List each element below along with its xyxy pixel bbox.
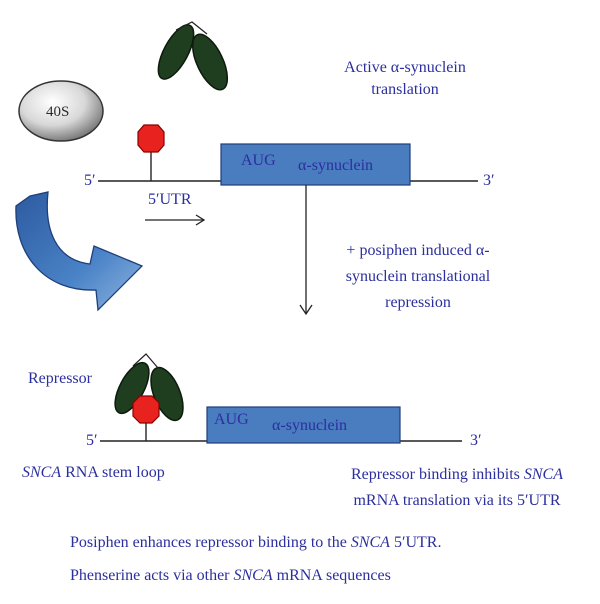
aug-label-bottom: AUG: [214, 411, 249, 428]
repressor-icon-top: [157, 21, 229, 91]
stem-loop-icon-bottom: [132, 395, 160, 441]
footer-line2: Phenserine acts via other SNCA mRNA sequ…: [70, 565, 391, 587]
gene-box-top: [220, 143, 411, 186]
three-prime-bottom: 3′: [470, 432, 482, 449]
repression-line2: synuclein translational: [345, 268, 491, 285]
footer-line2-post: mRNA sequences: [272, 567, 391, 584]
repression-text: + posiphen induced α- synuclein translat…: [318, 238, 518, 316]
inhibit-line1: Repressor binding inhibits SNCA: [326, 462, 588, 488]
inhibit-pre: Repressor binding inhibits: [350, 466, 524, 483]
ribosome-label: 40S: [46, 104, 70, 120]
repression-arrow: [299, 185, 313, 316]
utr-label: 5′UTR: [148, 191, 192, 208]
five-prime-top: 5′: [84, 172, 96, 189]
repressor-label: Repressor: [28, 370, 92, 387]
active-translation-line2: translation: [371, 81, 439, 98]
gene-label-top: α-synuclein: [298, 157, 374, 174]
footer-line1-pre: Posiphen enhances repressor binding to t…: [70, 534, 351, 551]
gene-box-bottom: [206, 406, 401, 444]
active-translation-title: Active α-synuclein translation: [320, 57, 490, 101]
active-translation-line1: Active α-synuclein: [344, 59, 466, 76]
footer-line1: Posiphen enhances repressor binding to t…: [70, 532, 441, 554]
inhibit-caption: Repressor binding inhibits SNCA mRNA tra…: [326, 462, 588, 514]
gene-label-bottom: α-synuclein: [272, 417, 348, 434]
stem-loop-icon-top: [137, 124, 165, 181]
inhibit-line2: mRNA translation via its 5′UTR: [353, 492, 561, 509]
footer-line2-gene: SNCA: [233, 567, 273, 584]
stem-loop-rest: RNA stem loop: [61, 464, 165, 481]
stem-loop-caption: SNCA RNA stem loop: [22, 462, 165, 484]
footer-line2-pre: Phenserine acts via other: [70, 567, 234, 584]
footer-line1-gene: SNCA: [350, 534, 390, 551]
stem-loop-gene: SNCA: [22, 464, 62, 481]
inhibit-gene: SNCA: [523, 466, 563, 483]
footer-line1-post: 5′UTR.: [389, 534, 442, 551]
direction-arrow: [145, 214, 206, 226]
three-prime-top: 3′: [483, 172, 495, 189]
repression-line1: + posiphen induced α-: [346, 242, 490, 259]
curved-arrow-icon: [15, 191, 144, 312]
repressor-icon-bottom: [114, 353, 184, 422]
repression-line3: repression: [385, 294, 451, 311]
ribosome-40s-icon: [18, 80, 104, 142]
aug-label-top: AUG: [241, 152, 276, 169]
five-prime-bottom: 5′: [86, 432, 98, 449]
